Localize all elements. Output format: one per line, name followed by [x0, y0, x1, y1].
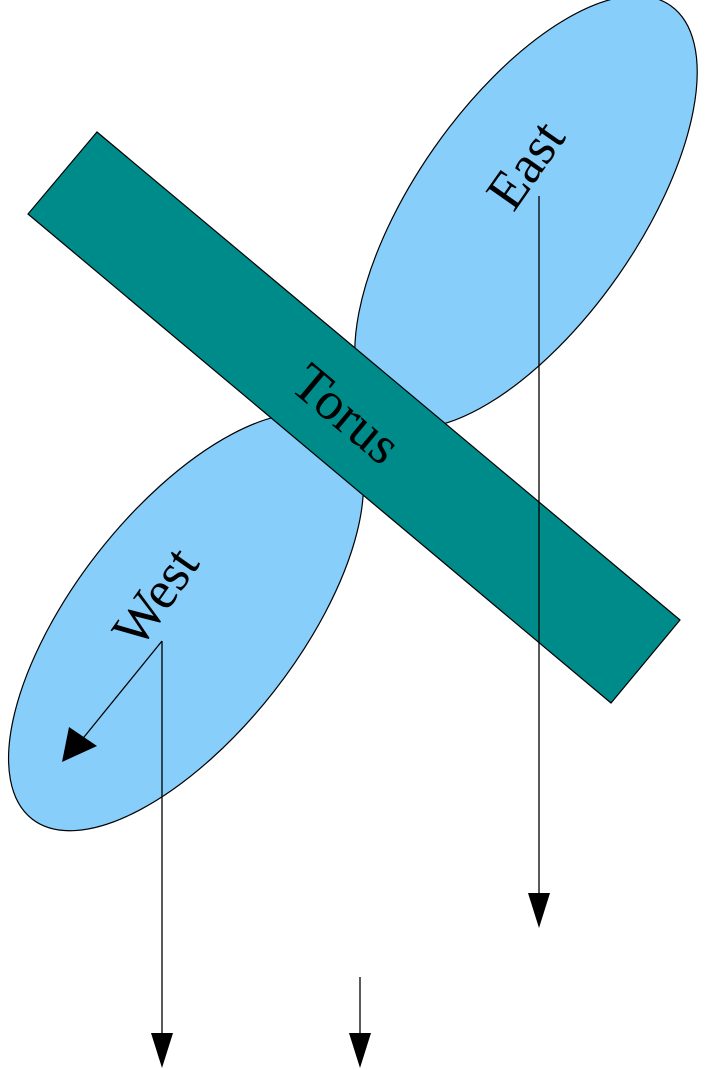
- east-down-arrow: [528, 196, 550, 928]
- west-diagonal-arrow: [62, 640, 163, 762]
- west-down-arrow: [151, 641, 173, 1068]
- torus-bar: [27, 131, 681, 704]
- center-down-arrow: [349, 977, 371, 1068]
